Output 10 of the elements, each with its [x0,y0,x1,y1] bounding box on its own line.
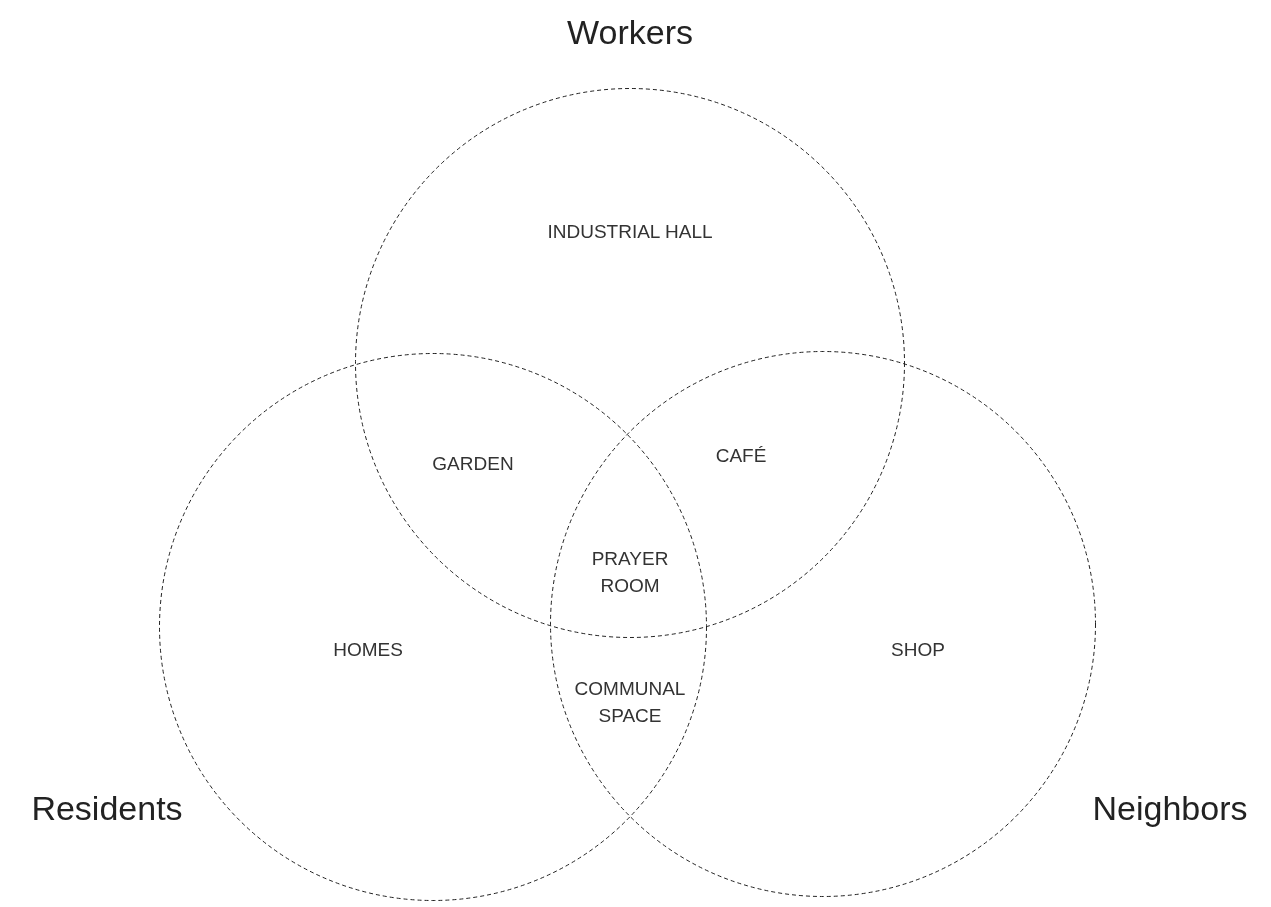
region-label: INDUSTRIAL HALL [546,219,714,244]
circle-heading: Neighbors [1092,788,1248,828]
region-label: CAFÉ [714,443,768,468]
circle-heading: Workers [567,12,693,52]
region-label: HOMES [332,637,404,662]
circle-heading: Residents [31,788,183,828]
region-label: PRAYER ROOM [590,547,670,598]
region-label: COMMUNAL SPACE [573,677,687,728]
region-label: SHOP [890,637,946,662]
region-label: GARDEN [431,451,515,476]
